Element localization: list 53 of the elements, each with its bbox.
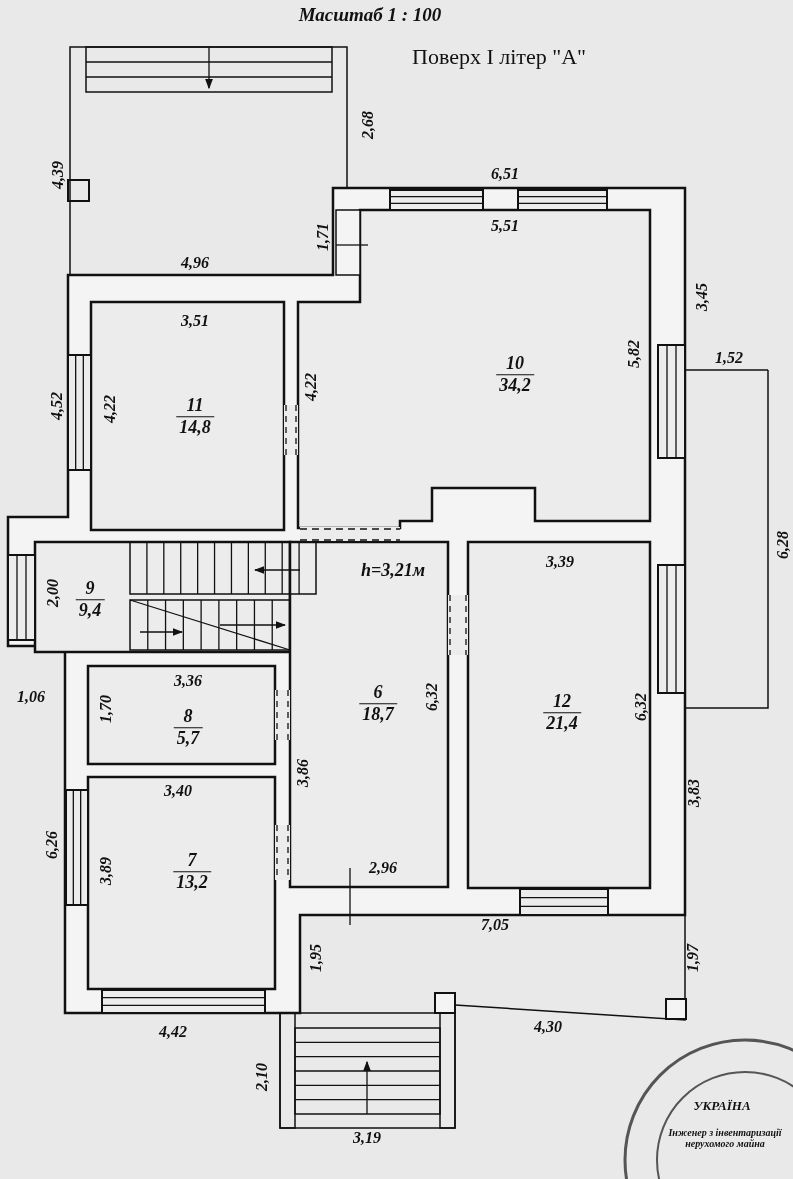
dimension-label: 3,40 (164, 782, 192, 800)
dimension-label: 4,39 (49, 161, 67, 189)
stamp-text: Інженер з інвентаризації нерухомого майна (667, 1127, 783, 1149)
room-area: 14,8 (176, 416, 214, 438)
dimension-label: 6,28 (774, 531, 792, 559)
dimension-label: 7,05 (481, 916, 509, 934)
dimension-label: 1,97 (684, 944, 702, 972)
dimension-label: 4,30 (534, 1018, 562, 1036)
room-number: 12 (552, 692, 572, 713)
floor-title: Поверх I літер "А" (412, 44, 587, 70)
dimension-label: 4,42 (159, 1023, 187, 1041)
dimension-label: 6,26 (43, 831, 61, 859)
dimension-label: 2,96 (369, 859, 397, 877)
dimension-label: 6,51 (491, 165, 519, 183)
dimension-label: 1,70 (97, 695, 115, 723)
dimension-label: 3,45 (693, 283, 711, 311)
scale-note: Масштаб 1 : 100 (298, 4, 442, 26)
stamp-text: УКРАЇНА (693, 1098, 751, 1114)
room-area: 5,7 (173, 727, 203, 749)
room-area: 13,2 (173, 871, 211, 893)
dimension-label: 5,82 (625, 340, 643, 368)
dimension-label: 3,89 (97, 857, 115, 885)
height-note: h=3,21м (360, 559, 426, 581)
room-number: 6 (372, 683, 384, 704)
dimension-label: 1,52 (715, 349, 743, 367)
dimension-label: 2,10 (253, 1063, 271, 1091)
room-number: 11 (185, 396, 205, 417)
dimension-label: 1,95 (307, 944, 325, 972)
room-number: 8 (182, 707, 194, 728)
room-number: 9 (84, 579, 96, 600)
dimension-label: 1,06 (17, 688, 45, 706)
room-number: 7 (186, 851, 198, 872)
room-area: 18,7 (359, 703, 397, 725)
room-area: 9,4 (75, 599, 105, 621)
dimension-label: 3,39 (546, 553, 574, 571)
dimension-label: 6,32 (423, 683, 441, 711)
room-number: 10 (505, 354, 525, 375)
dimension-label: 3,83 (685, 779, 703, 807)
dimension-label: 3,19 (353, 1129, 381, 1147)
dimension-label: 6,32 (632, 693, 650, 721)
dimension-label: 2,00 (44, 579, 62, 607)
dimension-label: 3,36 (174, 672, 202, 690)
dimension-label: 5,51 (491, 217, 519, 235)
dimension-label: 3,86 (294, 759, 312, 787)
dimension-label: 3,51 (181, 312, 209, 330)
dimension-label: 4,22 (302, 373, 320, 401)
dimension-label: 4,52 (48, 392, 66, 420)
dimension-label: 4,96 (181, 254, 209, 272)
room-area: 21,4 (543, 712, 581, 734)
dimension-label: 1,71 (314, 223, 332, 251)
dimension-label: 4,22 (101, 395, 119, 423)
room-area: 34,2 (496, 374, 534, 396)
dimension-label: 2,68 (359, 111, 377, 139)
